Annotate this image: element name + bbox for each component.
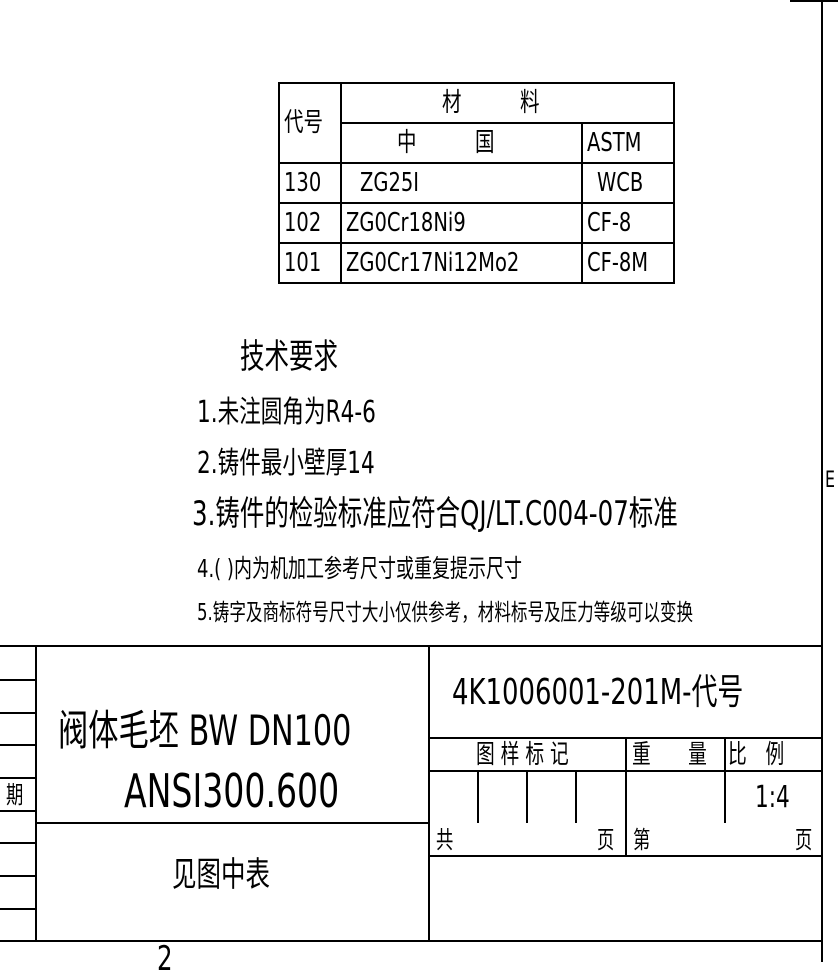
- sheet-unit: 页: [795, 826, 813, 854]
- cell-china: ZG0Cr18Ni9: [340, 202, 584, 244]
- tb-right-col: [526, 771, 528, 823]
- tb-right-row: [428, 855, 823, 857]
- scale-value: 1:4: [755, 780, 790, 815]
- cell-code: 130: [277, 162, 343, 204]
- part-standard: ANSI300.600: [124, 764, 340, 818]
- cell-china: ZG25I: [340, 162, 584, 204]
- frame-right-border: [821, 0, 823, 962]
- tb-right-col: [575, 771, 577, 823]
- requirement-item: 3.铸件的检验标准应符合QJ/LT.C004-07标准: [192, 494, 678, 534]
- tb-left-row: [0, 842, 36, 844]
- requirement-item: 2.铸件最小壁厚14: [197, 446, 375, 481]
- header-code: 代号: [277, 82, 343, 164]
- tb-right-col: [625, 737, 627, 856]
- tb-right-col: [477, 771, 479, 823]
- tb-left-row: [0, 777, 36, 779]
- material-note: 见图中表: [172, 855, 270, 895]
- date-label: 期: [6, 781, 24, 809]
- total-pages-label: 共: [436, 826, 454, 854]
- tb-left-row: [0, 875, 36, 877]
- tb-left-row: [0, 908, 36, 910]
- sheet-label: 第: [633, 826, 651, 854]
- requirement-item: 1.未注圆角为R4-6: [197, 395, 376, 430]
- requirement-item: 5.铸字及商标符号尺寸大小仅供参考，材料标号及压力等级可以变换: [197, 600, 694, 626]
- tb-left-row: [0, 744, 36, 746]
- requirement-item: 4.( )内为机加工参考尺寸或重复提示尺寸: [197, 554, 522, 583]
- cell-china: ZG0Cr17Ni12Mo2: [340, 242, 584, 284]
- cell-astm: CF-8M: [581, 242, 675, 284]
- part-name: 阀体毛坯 BW DN100: [58, 706, 352, 755]
- frame-top-tick: [790, 0, 838, 2]
- tb-left-row: [0, 712, 36, 714]
- cell-astm: CF-8: [581, 202, 675, 244]
- tb-left-divider: [35, 645, 37, 942]
- tb-bottom: [0, 940, 823, 942]
- requirements-title: 技术要求: [240, 337, 338, 377]
- scale-label: 比 例: [728, 740, 785, 770]
- material-table: 代号 材 料 中 国 ASTM 130 ZG25I WCB 102 ZG0Cr1…: [277, 82, 675, 284]
- tb-left-row: [0, 679, 36, 681]
- table-row: 101 ZG0Cr17Ni12Mo2 CF-8M: [277, 242, 675, 284]
- cell-code: 102: [277, 202, 343, 244]
- mark-label: 图 样 标 记: [476, 740, 569, 770]
- table-row: 130 ZG25I WCB: [277, 162, 675, 204]
- weight-label: 重 量: [632, 740, 707, 770]
- zone-number: 2: [157, 939, 173, 979]
- tb-mid-divider: [428, 645, 430, 942]
- zone-letter: E: [825, 468, 836, 493]
- header-material: 材 料: [340, 82, 675, 124]
- cell-astm: WCB: [581, 162, 675, 204]
- tb-top: [0, 645, 823, 647]
- total-pages-unit: 页: [597, 826, 615, 854]
- header-astm: ASTM: [581, 122, 675, 164]
- table-row: 102 ZG0Cr18Ni9 CF-8: [277, 202, 675, 244]
- header-china: 中 国: [340, 122, 584, 164]
- tb-mid-row: [35, 822, 430, 824]
- drawing-number: 4K1006001-201M-代号: [452, 672, 744, 713]
- tb-right-col: [724, 737, 726, 823]
- tb-left-row: [0, 810, 36, 812]
- cell-code: 101: [277, 242, 343, 284]
